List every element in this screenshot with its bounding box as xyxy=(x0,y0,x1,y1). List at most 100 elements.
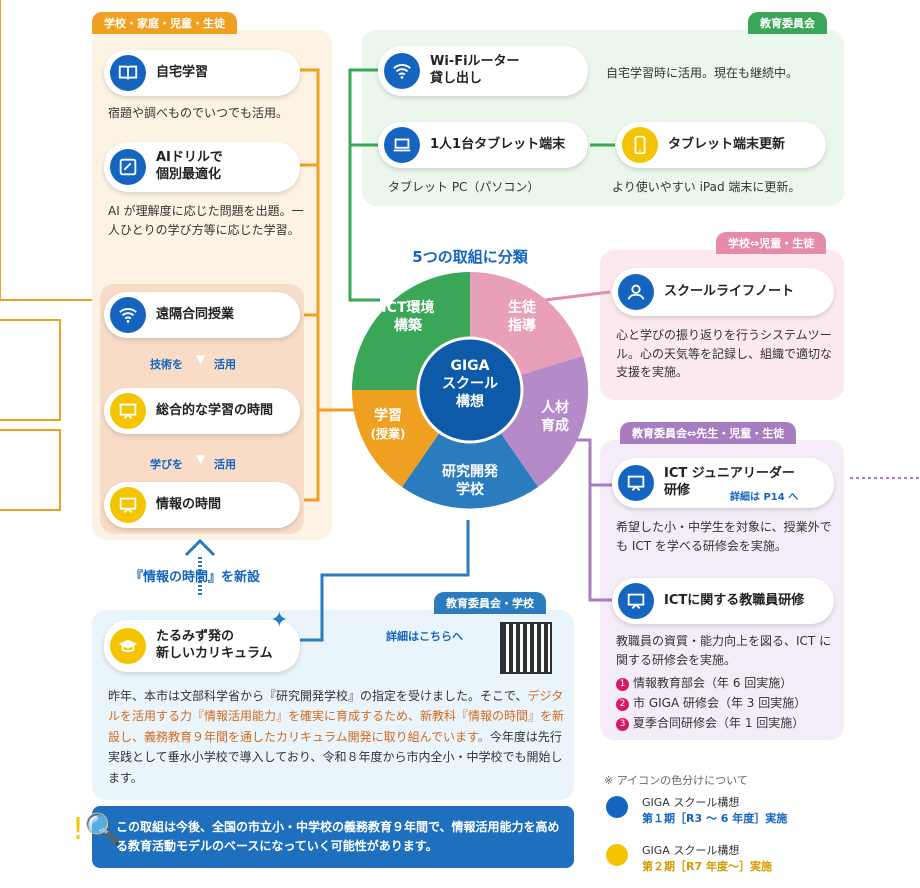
wheel-center-3: 構想 xyxy=(456,393,484,410)
curriculum-label-1: たるみず発の xyxy=(156,629,235,645)
curriculum-detail-link[interactable]: 詳細はこちらへ xyxy=(386,630,463,643)
graduation-cap-icon xyxy=(110,628,146,664)
laptop-icon xyxy=(384,127,420,163)
legend-blue-dot xyxy=(606,796,628,818)
wheel-center-1: GIGA xyxy=(450,358,489,374)
school-life-note-desc: 心と学びの振り返りを行うシステムツール。心の天気等を記録し、組織で適切な支援を実… xyxy=(616,328,833,380)
wifi-router-label-1: Wi-Fiルーター xyxy=(430,54,520,70)
link-1-a: 技術を xyxy=(150,358,183,371)
teacher-training-pill[interactable]: ICTに関する教職員研修 xyxy=(612,578,834,624)
tablet-desc: タブレット PC（パソコン） xyxy=(388,180,540,194)
segment-guidance xyxy=(470,272,583,375)
junior-leader-desc: 希望した小・中学生を対象に、授業外でも ICT を学べる研修会を実施。 xyxy=(616,520,832,553)
link-1-b: 活用 xyxy=(214,358,236,371)
wheel-title: 5つの取組に分類 xyxy=(412,248,528,266)
legend-title: ※ アイコンの色分けについて xyxy=(604,774,748,787)
ai-drill-label-1: AIドリルで xyxy=(156,150,223,166)
seg-ict-1: ICT環境 xyxy=(381,299,434,316)
curriculum-pill[interactable]: たるみず発の 新しいカリキュラム xyxy=(104,620,300,672)
school-life-note-pill[interactable]: スクールライフノート xyxy=(612,268,834,316)
note-text: この取組は今後、全国の市立小・中学校の義務教育９年間で、情報活用能力を高める教育… xyxy=(116,820,560,853)
home-study-label: 自宅学習 xyxy=(156,64,209,80)
segment-study xyxy=(351,390,440,487)
board-tag: 教育委員会 xyxy=(748,12,827,34)
ai-drill-desc: AI が理解度に応じた問題を出題。一人ひとりの学び方等に応じた学習。 xyxy=(108,204,304,237)
magnifier-icon: !🔍 xyxy=(72,812,122,847)
seg-study-2: (授業) xyxy=(371,426,406,441)
integrated-study-pill[interactable]: 総合的な学習の時間 xyxy=(104,388,300,434)
junior-leader-label-1: ICT ジュニアリーダー xyxy=(664,466,795,482)
legend-yellow-dot xyxy=(606,844,628,866)
junior-leader-label-2: 研修 xyxy=(664,483,691,498)
seg-study-1: 学習 xyxy=(374,407,402,424)
curriculum-para-1: 昨年、本市は文部科学省から『研究開発学校』の指定を受けました。そこで、 xyxy=(108,689,528,703)
giga-wheel: 5つの取組に分類 GIGA スクール 構想 ICT環境 構築 生徒 指導 人材 … xyxy=(351,248,589,509)
teacher-board-icon-2 xyxy=(110,487,146,523)
segment-ict xyxy=(352,272,470,390)
curriculum-label-2: 新しいカリキュラム xyxy=(156,646,273,661)
seg-research-2: 学校 xyxy=(456,481,485,498)
wifi-router-pill[interactable]: Wi-Fiルーター 貸し出し xyxy=(378,46,588,96)
down-arrow-icon-2: ▼ xyxy=(196,452,206,466)
tablet-update-pill[interactable]: タブレット端末更新 xyxy=(616,122,826,168)
home-tag: 学校・家庭・児童・生徒 xyxy=(92,12,237,34)
link-2-b: 活用 xyxy=(214,458,236,471)
curriculum-para-2: デジタルを活用する力『情報活用能力』を確実に育成するため、新教科『情報の時間』を… xyxy=(108,689,565,744)
seg-guide-1: 生徒 xyxy=(508,299,537,316)
legend-blue-text-1: GIGA スクール構想 xyxy=(642,796,740,809)
curriculum-para-3: 今年度は先行実践として垂水小学校で導入しており、令和８年度から市内全小・中学校で… xyxy=(108,729,563,785)
tablet-icon xyxy=(622,127,658,163)
ai-drill-icon xyxy=(110,149,146,185)
legend-yellow-text-1: GIGA スクール構想 xyxy=(642,844,740,857)
wifi-icon xyxy=(110,297,146,333)
legend-blue-text-2: 第１期［R3 ～ 6 年度］実施 xyxy=(642,812,788,825)
junior-detail-link[interactable]: 詳細は P14 へ xyxy=(730,492,799,503)
seg-hr-1: 人材 xyxy=(541,399,569,416)
remote-class-label: 遠隔合同授業 xyxy=(156,306,235,322)
teacher-board-icon-3 xyxy=(618,465,654,501)
wifi-router-desc: 自宅学習時に活用。現在も継続中。 xyxy=(606,66,799,80)
new-subject-label: 『情報の時間』を新設 xyxy=(130,570,261,585)
tablet-label: 1人1台タブレット端末 xyxy=(430,136,566,152)
qr-code-icon[interactable] xyxy=(500,622,552,674)
wifi-router-icon xyxy=(384,53,420,89)
teacher-board-icon xyxy=(110,393,146,429)
teacher-training-label: ICTに関する教職員研修 xyxy=(664,592,805,608)
wifi-router-label-2: 貸し出し xyxy=(430,71,483,86)
tablet-update-desc: より使いやすい iPad 端末に更新。 xyxy=(612,180,801,194)
info-time-label: 情報の時間 xyxy=(156,496,222,512)
school-student-tag: 学校⇔児童・生徒 xyxy=(716,232,827,254)
ai-drill-label-2: 個別最適化 xyxy=(156,167,222,182)
note-banner xyxy=(92,806,574,868)
wheel-center-2: スクール xyxy=(442,376,498,392)
book-icon xyxy=(110,55,146,91)
home-study-pill[interactable]: 自宅学習 xyxy=(104,50,300,96)
teacher-training-desc: 教職員の資質・能力向上を図る、ICT に関する研修会を実施。 xyxy=(616,634,832,667)
link-2-a: 学びを xyxy=(150,458,183,471)
segment-hr xyxy=(500,356,589,487)
person-icon xyxy=(618,274,654,310)
ai-drill-pill[interactable]: AIドリルで 個別最適化 xyxy=(104,142,300,192)
sparkle-icon: ✦ xyxy=(270,608,289,633)
down-arrow-icon: ▼ xyxy=(196,352,206,366)
teacher-board-icon-4 xyxy=(618,583,654,619)
seg-hr-2: 育成 xyxy=(541,417,569,434)
seg-research-1: 研究開発 xyxy=(442,463,499,480)
remote-class-pill[interactable]: 遠隔合同授業 xyxy=(104,292,300,338)
board-school-tag: 教育委員会・学校 xyxy=(434,592,546,614)
curriculum-paragraph: 昨年、本市は文部科学省から『研究開発学校』の指定を受けました。そこで、デジタルを… xyxy=(108,686,566,788)
integrated-study-label: 総合的な学習の時間 xyxy=(156,402,274,418)
seg-ict-2: 構築 xyxy=(394,317,423,334)
junior-leader-pill[interactable]: ICT ジュニアリーダー 研修 xyxy=(612,458,834,508)
board-teacher-tag: 教育委員会⇔先生・児童・生徒 xyxy=(620,422,797,444)
legend-yellow-text-2: 第２期［R7 年度～］実施 xyxy=(642,860,772,873)
info-time-pill[interactable]: 情報の時間 xyxy=(104,482,300,528)
tablet-pill[interactable]: 1人1台タブレット端末 xyxy=(378,122,588,168)
seg-guide-2: 指導 xyxy=(508,317,536,334)
tablet-update-label: タブレット端末更新 xyxy=(668,136,786,152)
school-life-note-label: スクールライフノート xyxy=(664,283,795,299)
